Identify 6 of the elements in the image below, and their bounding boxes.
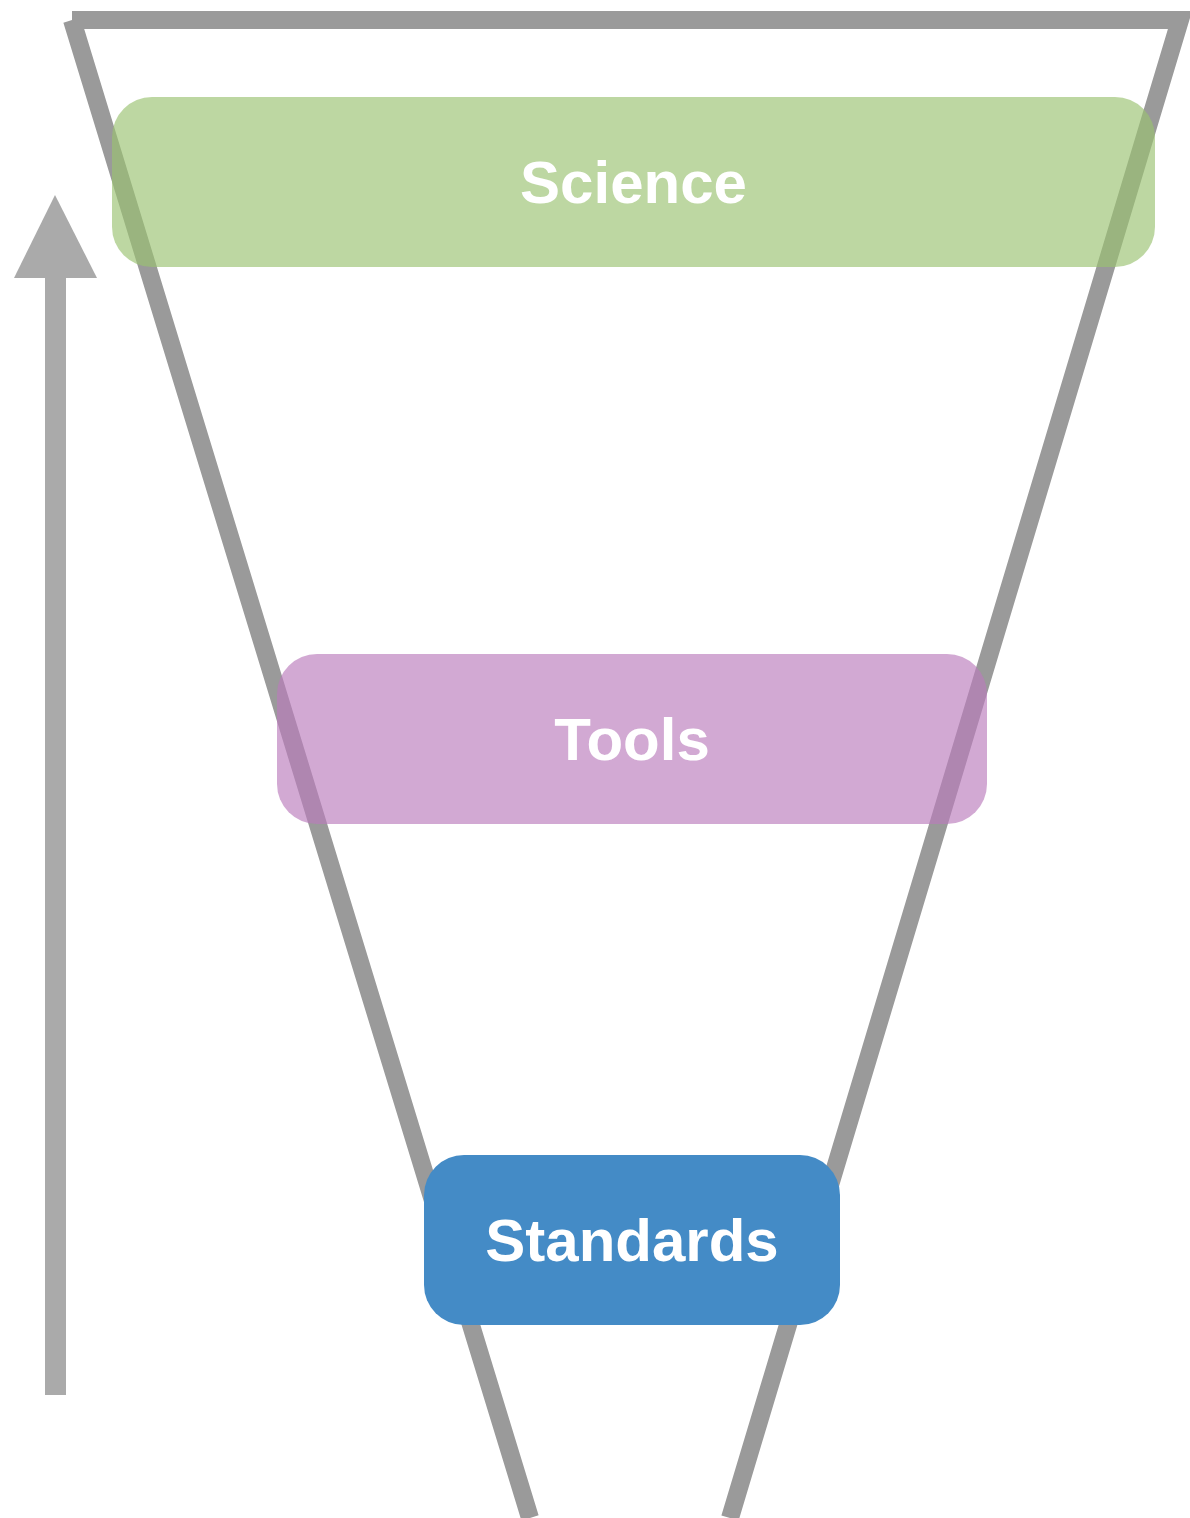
band-label: Tools xyxy=(554,704,710,774)
band-box xyxy=(277,654,987,824)
band-label: Science xyxy=(520,147,747,217)
band-box xyxy=(424,1155,840,1325)
band-box xyxy=(112,97,1155,267)
band-label: Standards xyxy=(485,1205,779,1275)
